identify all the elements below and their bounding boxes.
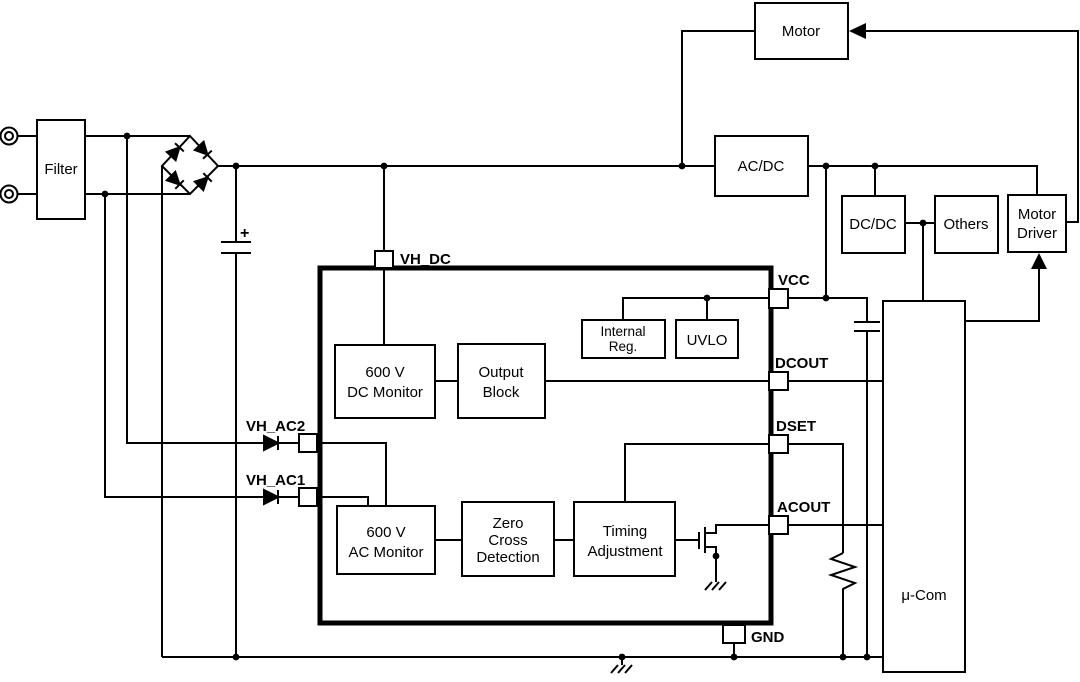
pin-vcc bbox=[768, 288, 789, 309]
wire-dcdc-others bbox=[905, 222, 935, 301]
dc-monitor-block: 600 V DC Monitor bbox=[334, 344, 436, 419]
wire-dset bbox=[624, 443, 844, 657]
dc-monitor-label-line2: DC Monitor bbox=[347, 384, 423, 401]
motor-driver-label-line1: Motor bbox=[1018, 206, 1056, 223]
uvlo-label: UVLO bbox=[687, 332, 728, 349]
filter-label: Filter bbox=[44, 161, 77, 178]
wire-driver-to-motor bbox=[862, 30, 1079, 223]
pin-label-vh-ac2: VH_AC2 bbox=[246, 418, 305, 435]
arrow-into-motor bbox=[849, 23, 866, 39]
pin-label-gnd: GND bbox=[751, 629, 785, 646]
output-block-label-line2: Block bbox=[483, 384, 520, 401]
dc-dc-block: DC/DC bbox=[841, 195, 906, 254]
capacitor-plus-label: + bbox=[240, 225, 249, 242]
zero-cross-label-line3: Detection bbox=[476, 549, 539, 566]
pin-label-dcout: DCOUT bbox=[775, 355, 828, 372]
dc-dc-label: DC/DC bbox=[849, 216, 897, 233]
wire-ucom-to-driver bbox=[965, 266, 1040, 322]
zero-cross-block: Zero Cross Detection bbox=[461, 501, 555, 577]
mcu-block: μ-Com bbox=[882, 300, 966, 673]
uvlo-block: UVLO bbox=[675, 319, 739, 359]
bulk-capacitor-icon: + bbox=[221, 225, 251, 254]
pin-dcout bbox=[768, 371, 789, 391]
zero-cross-label-line1: Zero bbox=[493, 515, 524, 532]
wire-vcc-internal bbox=[622, 297, 769, 320]
pin-label-vh-dc: VH_DC bbox=[400, 251, 451, 268]
vh-ac1-diode-icon bbox=[263, 488, 281, 506]
output-block: Output Block bbox=[457, 343, 546, 419]
motor-block: Motor bbox=[754, 2, 849, 60]
internal-reg-label-line2: Reg. bbox=[609, 339, 638, 354]
wires bbox=[17, 30, 1079, 658]
pin-vh-ac1 bbox=[298, 487, 318, 507]
filter-block: Filter bbox=[36, 119, 86, 220]
pin-label-acout: ACOUT bbox=[777, 499, 830, 516]
pin-label-vcc: VCC bbox=[778, 272, 810, 289]
pin-label-dset: DSET bbox=[776, 418, 816, 435]
ac-input-terminal-2 bbox=[0, 184, 19, 204]
bridge-rectifier-icon bbox=[160, 134, 220, 196]
ground-symbol-mosfet bbox=[704, 574, 727, 591]
motor-driver-label-line2: Driver bbox=[1017, 225, 1057, 242]
timing-adjustment-label-line1: Timing bbox=[603, 523, 647, 540]
wire-vh-ac2 bbox=[126, 136, 299, 444]
pin-vh-dc bbox=[374, 250, 394, 269]
ground-symbol-main bbox=[610, 657, 633, 674]
pin-acout bbox=[768, 515, 789, 535]
motor-label: Motor bbox=[782, 23, 820, 40]
wire-acdc-out bbox=[808, 165, 1038, 195]
pin-dset bbox=[768, 434, 789, 454]
mcu-label: μ-Com bbox=[901, 587, 946, 604]
pin-label-vh-ac1: VH_AC1 bbox=[246, 472, 305, 489]
others-block: Others bbox=[934, 195, 999, 254]
internal-reg-label-line1: Internal bbox=[600, 324, 645, 339]
zero-cross-label-line2: Cross bbox=[488, 532, 527, 549]
dc-monitor-label-line1: 600 V bbox=[365, 364, 404, 381]
pin-vh-ac2 bbox=[298, 433, 318, 453]
ac-monitor-label-line2: AC Monitor bbox=[348, 544, 423, 561]
mosfet-icon bbox=[698, 527, 706, 553]
pin-labels: VH_DC VCC DCOUT DSET ACOUT GND VH_AC2 VH… bbox=[246, 251, 830, 646]
junction-dots bbox=[101, 132, 927, 661]
others-label: Others bbox=[943, 216, 988, 233]
wire-vcc-external bbox=[788, 297, 868, 657]
vcc-capacitor-icon bbox=[854, 321, 880, 332]
wire-mosfet bbox=[705, 524, 769, 574]
wire-dc-monitor-chain bbox=[383, 268, 458, 382]
ac-input-terminal-1 bbox=[0, 126, 19, 146]
wire-ac-monitor-chain bbox=[317, 442, 699, 541]
wire-motor-feed bbox=[681, 30, 755, 166]
timing-adjustment-label-line2: Adjustment bbox=[587, 543, 663, 560]
timing-adjustment-block: Timing Adjustment bbox=[573, 501, 676, 577]
ac-dc-label: AC/DC bbox=[738, 158, 785, 175]
ic-pins bbox=[298, 250, 789, 644]
dset-resistor-icon bbox=[827, 552, 859, 591]
motor-driver-block: Motor Driver bbox=[1007, 194, 1067, 253]
ac-monitor-block: 600 V AC Monitor bbox=[336, 505, 436, 575]
output-block-label-line1: Output bbox=[478, 364, 524, 381]
wire-vh-ac1 bbox=[104, 194, 299, 498]
internal-reg-block: Internal Reg. bbox=[581, 319, 666, 359]
arrow-into-motor-driver bbox=[1031, 253, 1047, 269]
ac-dc-block: AC/DC bbox=[714, 135, 809, 197]
vh-ac2-diode-icon bbox=[263, 434, 281, 452]
pin-gnd bbox=[722, 624, 746, 644]
ac-monitor-label-line1: 600 V bbox=[366, 524, 405, 541]
